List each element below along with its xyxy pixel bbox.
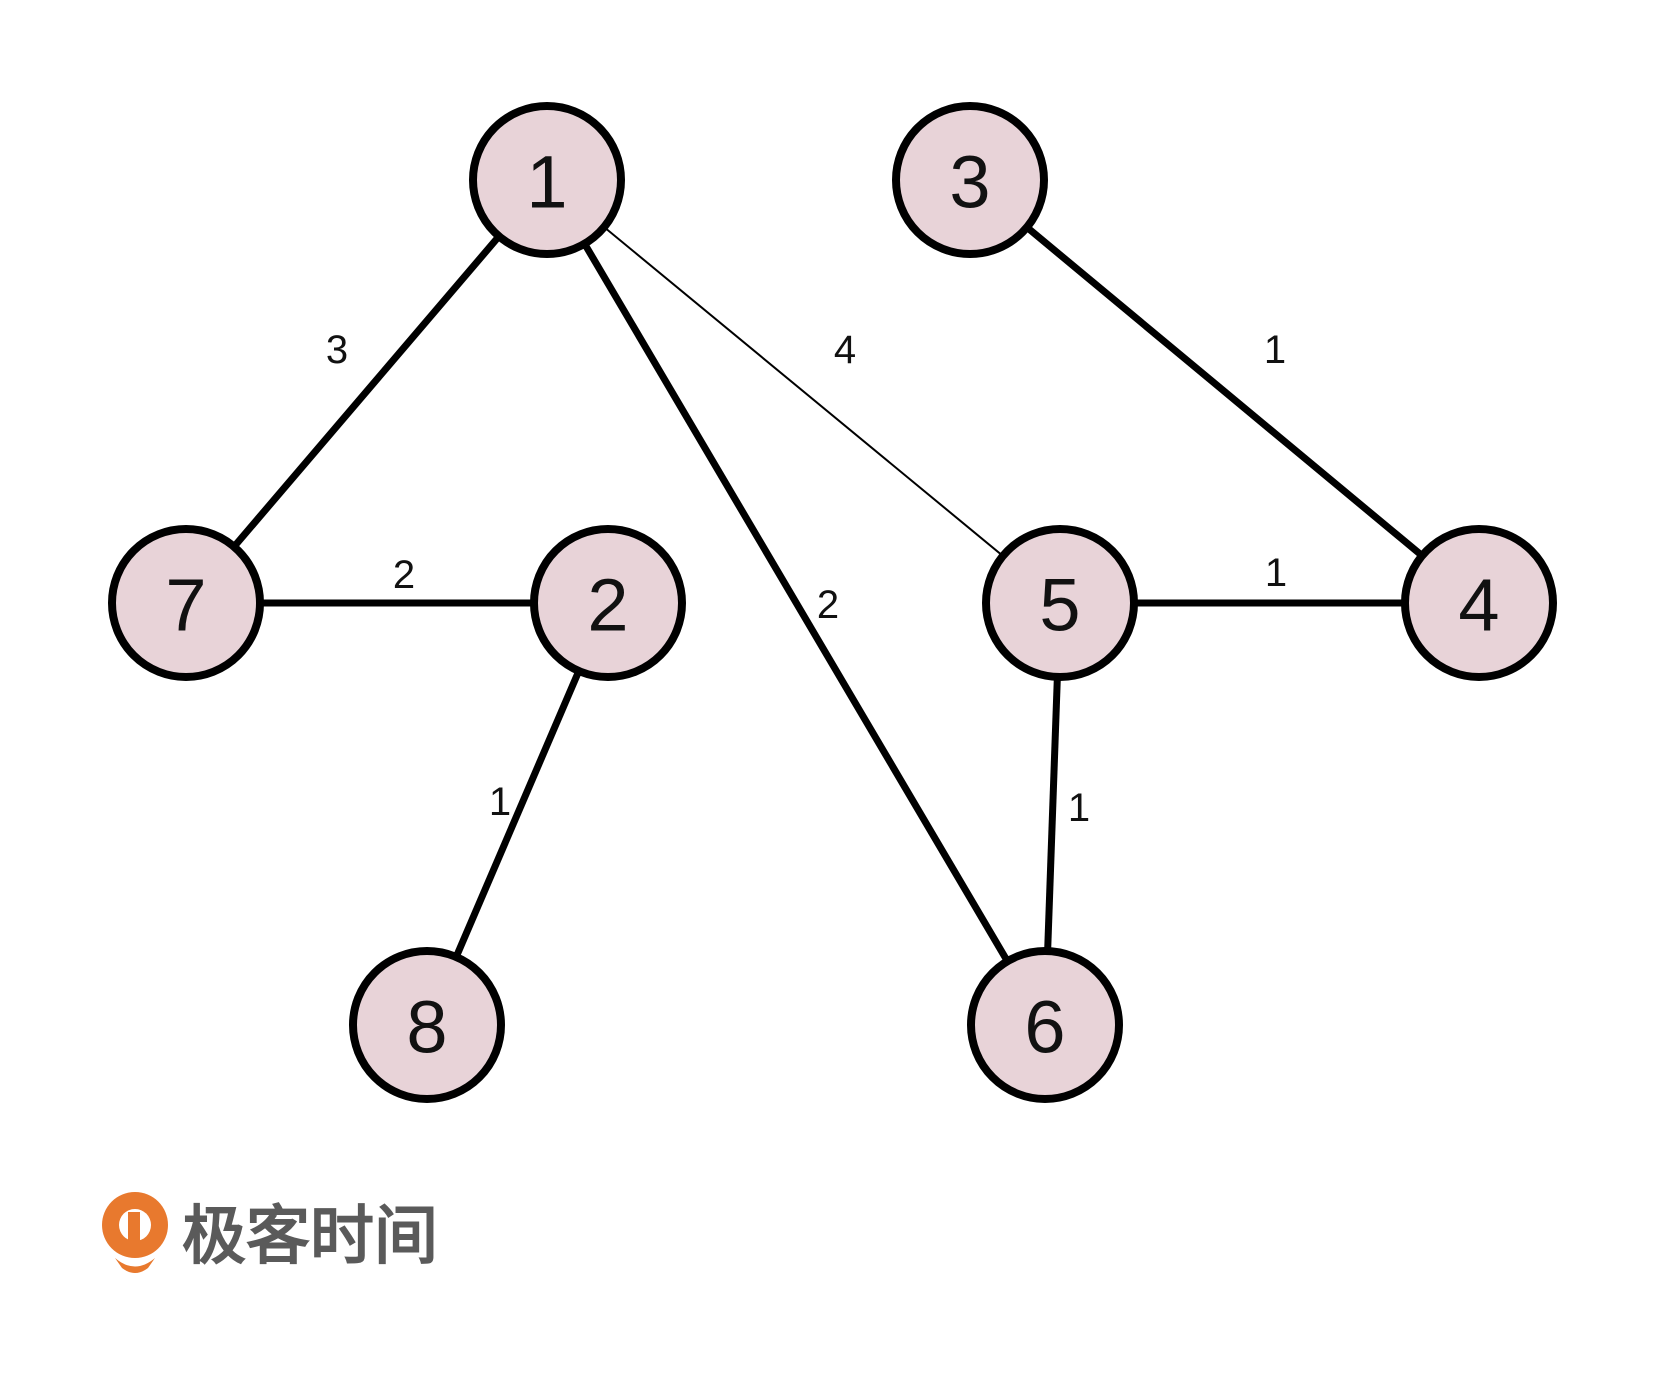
node-label: 7 [165,564,206,647]
edge-weight-label: 2 [817,583,839,627]
logo-text: 极客时间 [182,1200,438,1272]
edge-weight-label: 1 [1068,786,1090,830]
node-circle [108,525,264,681]
node-circle [349,947,505,1103]
node-2: 2 [530,525,686,681]
geektime-logo-icon [102,1192,168,1273]
node-5: 5 [982,525,1138,681]
node-1: 1 [469,102,625,258]
node-circle [469,102,625,258]
node-label: 1 [526,141,567,224]
node-4: 4 [1401,525,1557,681]
edge-weight-label: 2 [393,553,415,597]
node-circle [982,525,1138,681]
node-7: 7 [108,525,264,681]
node-label: 3 [949,141,990,224]
edge-weight-label: 3 [326,328,348,372]
node-circle [1401,525,1557,681]
node-label: 2 [587,564,628,647]
node-6: 6 [967,947,1123,1103]
edge-weight-label: 1 [1264,328,1286,372]
edge-1-6 [543,178,1049,1027]
node-circle [530,525,686,681]
node-circle [967,947,1123,1103]
edge-3-4 [967,177,1482,606]
edge-1-5 [546,179,1061,604]
node-circle [892,102,1048,258]
node-label: 4 [1458,564,1499,647]
node-label: 6 [1024,986,1065,1069]
node-8: 8 [349,947,505,1103]
node-label: 8 [406,986,447,1069]
node-label: 5 [1039,564,1080,647]
edge-1-7 [183,177,550,606]
logo: 极客时间 [102,1192,438,1273]
edge-weight-label: 1 [1265,551,1287,595]
edge-weight-label: 1 [489,780,511,824]
edge-weight-label: 4 [834,328,856,372]
node-3: 3 [892,102,1048,258]
